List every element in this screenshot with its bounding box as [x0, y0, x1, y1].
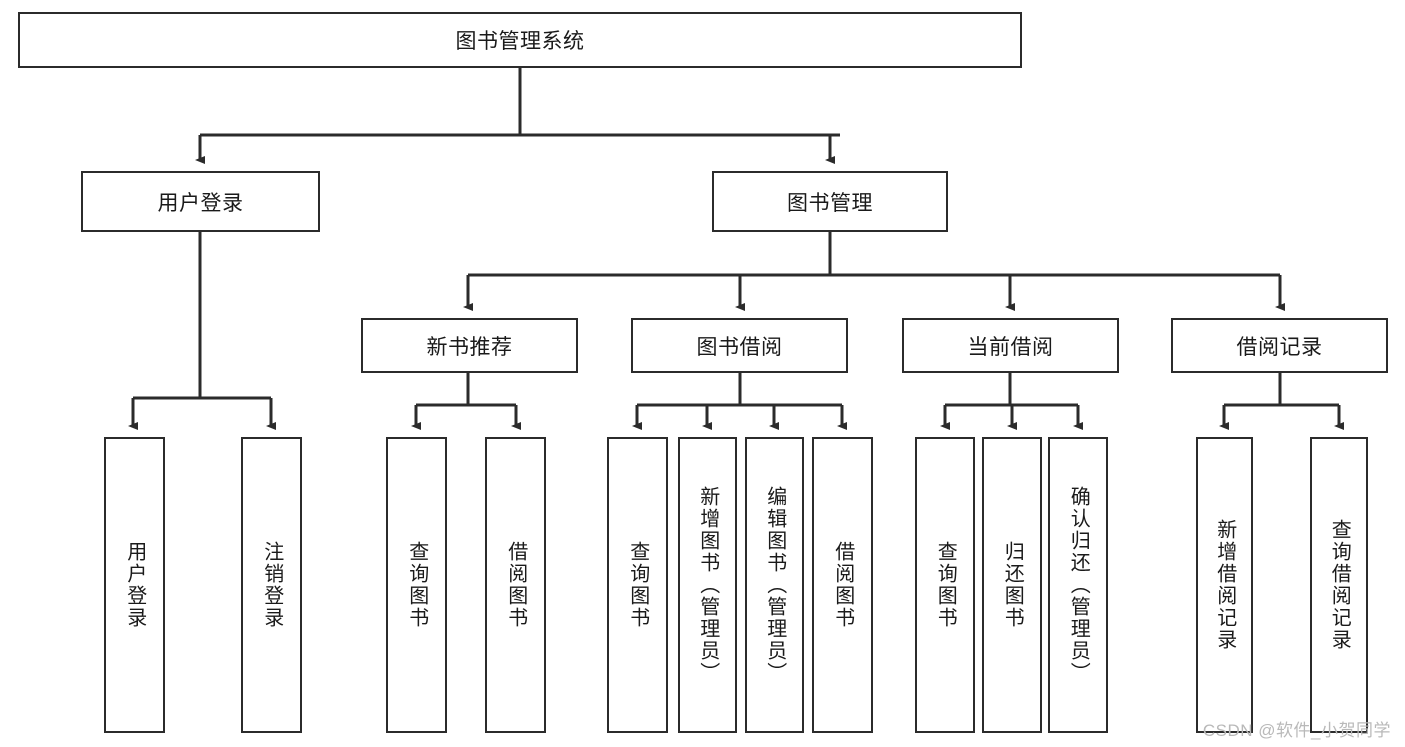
- node-root[interactable]: 图书管理系统: [18, 12, 1022, 68]
- leaf-rec-borrow-book[interactable]: 借阅图书: [485, 437, 546, 733]
- leaf-borrow-query-book-wrap: 查询图书: [609, 439, 666, 731]
- node-book-management[interactable]: 图书管理: [712, 171, 948, 232]
- leaf-user-login-wrap: 用户登录: [106, 439, 163, 731]
- leaf-query-borrow-record[interactable]: 查询借阅记录: [1310, 437, 1368, 733]
- leaf-edit-book-admin-label: 编辑图书（管理员）: [763, 486, 786, 684]
- node-borrow-record[interactable]: 借阅记录: [1171, 318, 1388, 373]
- leaf-add-book-admin[interactable]: 新增图书（管理员）: [678, 437, 737, 733]
- leaf-current-query-book-wrap: 查询图书: [917, 439, 973, 731]
- leaf-borrow-query-book[interactable]: 查询图书: [607, 437, 668, 733]
- leaf-logout-wrap: 注销登录: [243, 439, 300, 731]
- leaf-add-borrow-record[interactable]: 新增借阅记录: [1196, 437, 1253, 733]
- node-book-borrow-label: 图书借阅: [696, 335, 783, 359]
- node-user-login-label: 用户登录: [157, 191, 244, 215]
- node-book-borrow[interactable]: 图书借阅: [631, 318, 848, 373]
- leaf-logout-label: 注销登录: [260, 541, 283, 629]
- leaf-query-borrow-record-wrap: 查询借阅记录: [1312, 439, 1366, 731]
- leaf-logout[interactable]: 注销登录: [241, 437, 302, 733]
- leaf-query-borrow-record-label: 查询借阅记录: [1328, 519, 1351, 651]
- leaf-current-query-book-label: 查询图书: [934, 541, 957, 629]
- node-new-book-recommend[interactable]: 新书推荐: [361, 318, 578, 373]
- leaf-current-query-book[interactable]: 查询图书: [915, 437, 975, 733]
- leaf-confirm-return-admin-label: 确认归还（管理员）: [1067, 486, 1090, 684]
- leaf-add-book-admin-wrap: 新增图书（管理员）: [680, 439, 735, 731]
- leaf-rec-borrow-book-wrap: 借阅图书: [487, 439, 544, 731]
- leaf-add-borrow-record-label: 新增借阅记录: [1213, 519, 1236, 651]
- node-current-borrow[interactable]: 当前借阅: [902, 318, 1119, 373]
- node-borrow-record-label: 借阅记录: [1236, 335, 1323, 359]
- leaf-borrow-book-label: 借阅图书: [831, 541, 854, 629]
- leaf-return-book-label: 归还图书: [1001, 541, 1024, 629]
- leaf-return-book[interactable]: 归还图书: [982, 437, 1042, 733]
- leaf-confirm-return-admin-wrap: 确认归还（管理员）: [1050, 439, 1106, 731]
- leaf-borrow-query-book-label: 查询图书: [626, 541, 649, 629]
- leaf-return-book-wrap: 归还图书: [984, 439, 1040, 731]
- leaf-rec-query-book-wrap: 查询图书: [388, 439, 445, 731]
- leaf-add-book-admin-label: 新增图书（管理员）: [696, 486, 719, 684]
- node-new-book-recommend-label: 新书推荐: [426, 335, 513, 359]
- leaf-edit-book-admin-wrap: 编辑图书（管理员）: [747, 439, 802, 731]
- leaf-edit-book-admin[interactable]: 编辑图书（管理员）: [745, 437, 804, 733]
- leaf-add-borrow-record-wrap: 新增借阅记录: [1198, 439, 1251, 731]
- leaf-user-login[interactable]: 用户登录: [104, 437, 165, 733]
- node-current-borrow-label: 当前借阅: [967, 335, 1054, 359]
- leaf-rec-query-book-label: 查询图书: [405, 541, 428, 629]
- node-user-login[interactable]: 用户登录: [81, 171, 320, 232]
- leaf-borrow-book[interactable]: 借阅图书: [812, 437, 873, 733]
- node-book-management-label: 图书管理: [787, 191, 873, 215]
- node-root-label: 图书管理系统: [455, 30, 585, 53]
- leaf-user-login-label: 用户登录: [123, 541, 146, 629]
- leaf-rec-query-book[interactable]: 查询图书: [386, 437, 447, 733]
- csdn-watermark: CSDN @软件_小贺同学: [1202, 721, 1391, 740]
- leaf-confirm-return-admin[interactable]: 确认归还（管理员）: [1048, 437, 1108, 733]
- leaf-rec-borrow-book-label: 借阅图书: [504, 541, 527, 629]
- leaf-borrow-book-wrap: 借阅图书: [814, 439, 871, 731]
